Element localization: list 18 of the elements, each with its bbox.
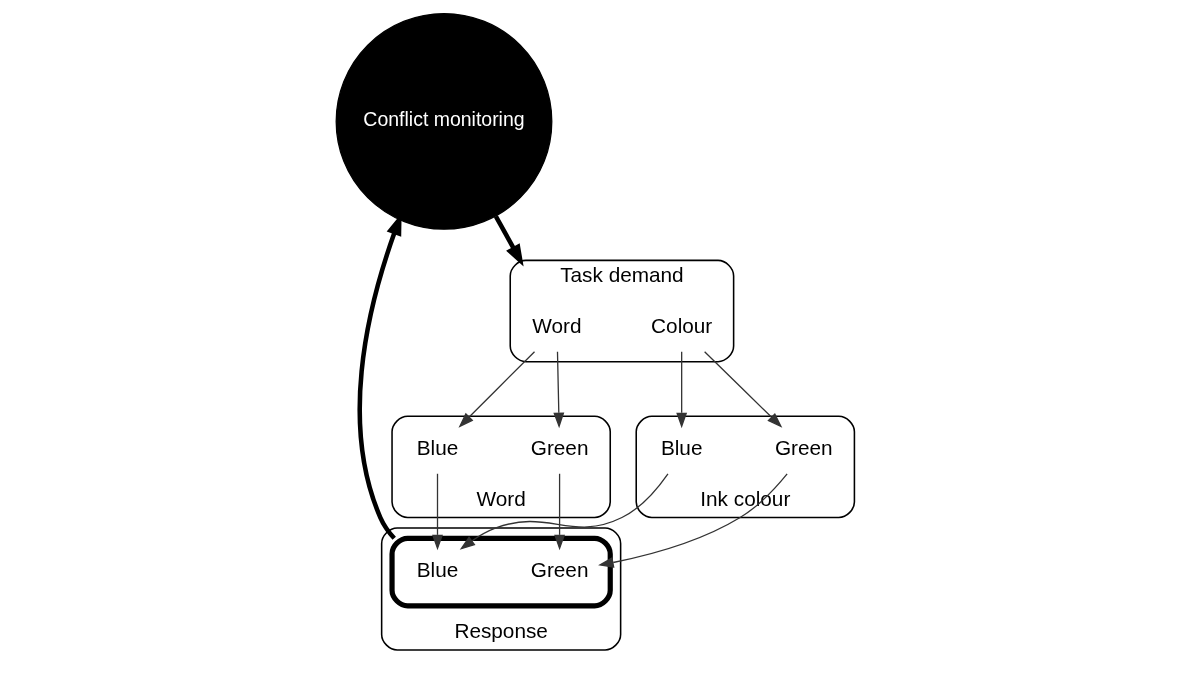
node-text: Word bbox=[532, 313, 582, 337]
arrow bbox=[459, 473, 669, 550]
node-text: Colour bbox=[651, 313, 713, 337]
node-text: Green bbox=[774, 435, 833, 459]
node-text: Green bbox=[530, 558, 589, 582]
arrow bbox=[554, 473, 566, 551]
node-text: Blue bbox=[660, 435, 703, 459]
arrow bbox=[432, 473, 443, 551]
node-text: Blue bbox=[416, 558, 459, 582]
node-circle: Conflict monitoring bbox=[335, 12, 553, 230]
arrow bbox=[676, 351, 688, 429]
arrow bbox=[493, 215, 524, 267]
arrow bbox=[553, 351, 565, 429]
node-text: Blue bbox=[416, 435, 459, 459]
arrow bbox=[598, 473, 788, 568]
arrow bbox=[458, 351, 536, 428]
node-text: Green bbox=[530, 435, 589, 459]
arrow bbox=[704, 351, 783, 428]
